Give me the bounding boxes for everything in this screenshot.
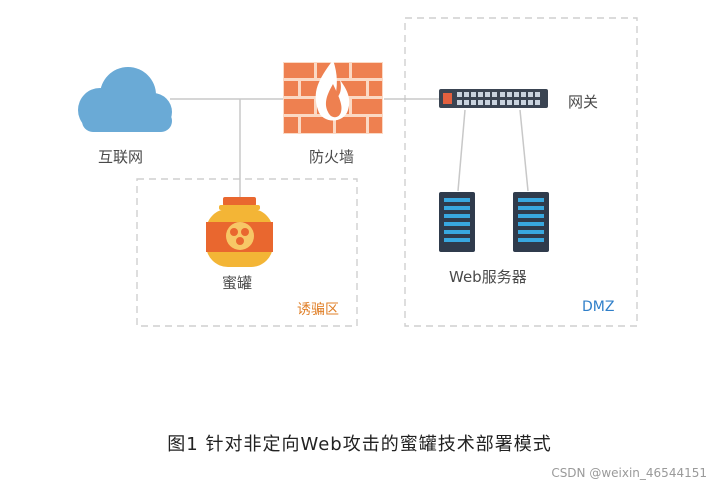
web-servers-label: Web服务器	[449, 268, 527, 286]
internet-label: 互联网	[98, 148, 144, 166]
cloud-icon	[78, 67, 172, 132]
server-icon	[513, 192, 549, 252]
switch-ports	[457, 92, 540, 105]
firewall-label: 防火墙	[309, 148, 355, 166]
honey-jar-icon	[206, 197, 273, 267]
dmz-zone-border	[404, 17, 638, 327]
link-gateway-server-1	[457, 109, 466, 192]
dmz-label: DMZ	[582, 299, 615, 315]
switch-icon	[439, 89, 548, 108]
watermark: CSDN @weixin_46544151	[551, 466, 707, 480]
lure-zone-border	[136, 178, 358, 327]
gateway-label: 网关	[568, 93, 599, 111]
figure-caption: 图1 针对非定向Web攻击的蜜罐技术部署模式	[167, 434, 552, 455]
server-icon	[439, 192, 475, 252]
lure-zone-label: 诱骗区	[297, 302, 339, 318]
honeypot-label: 蜜罐	[222, 274, 253, 292]
firewall-icon	[283, 60, 383, 134]
link-gateway-server-2	[519, 109, 529, 192]
connection-lines	[170, 98, 529, 198]
